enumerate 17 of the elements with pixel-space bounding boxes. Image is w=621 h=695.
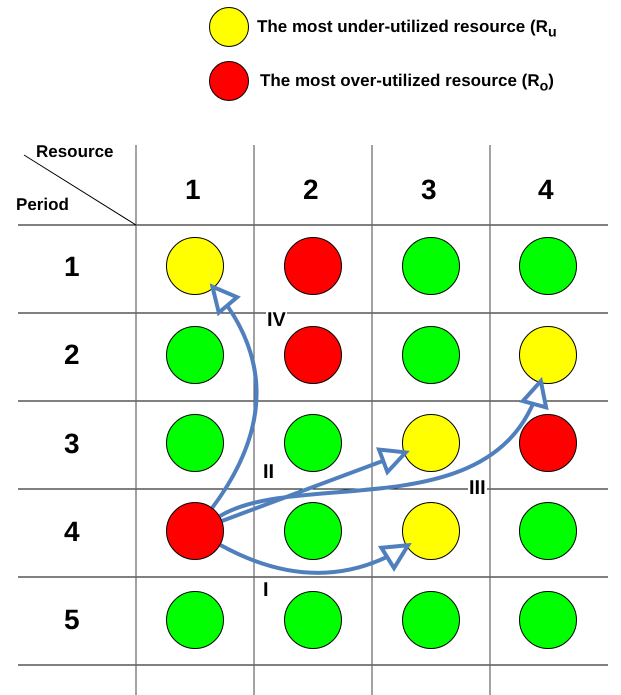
arrow bbox=[210, 284, 258, 509]
axis-title: Resource bbox=[36, 143, 114, 160]
column-number: 2 bbox=[303, 176, 319, 204]
legend-label: The most over-utilized resource (R$_{o}$) bbox=[260, 72, 554, 94]
row-number: 4 bbox=[64, 518, 80, 546]
column-number: 1 bbox=[185, 176, 201, 204]
legend-label: The most under-utilized resource (R$_{u}$ bbox=[257, 18, 557, 40]
axis-title: Period bbox=[16, 196, 69, 213]
column-number: 3 bbox=[421, 176, 437, 204]
row-number: 3 bbox=[64, 430, 80, 458]
arrow bbox=[219, 543, 410, 575]
status-circle bbox=[402, 414, 460, 472]
arrow bbox=[221, 448, 408, 523]
column-number: 4 bbox=[538, 176, 554, 204]
row-number: 2 bbox=[64, 341, 80, 369]
row-number: 1 bbox=[64, 253, 80, 281]
row-number: 5 bbox=[64, 606, 80, 634]
